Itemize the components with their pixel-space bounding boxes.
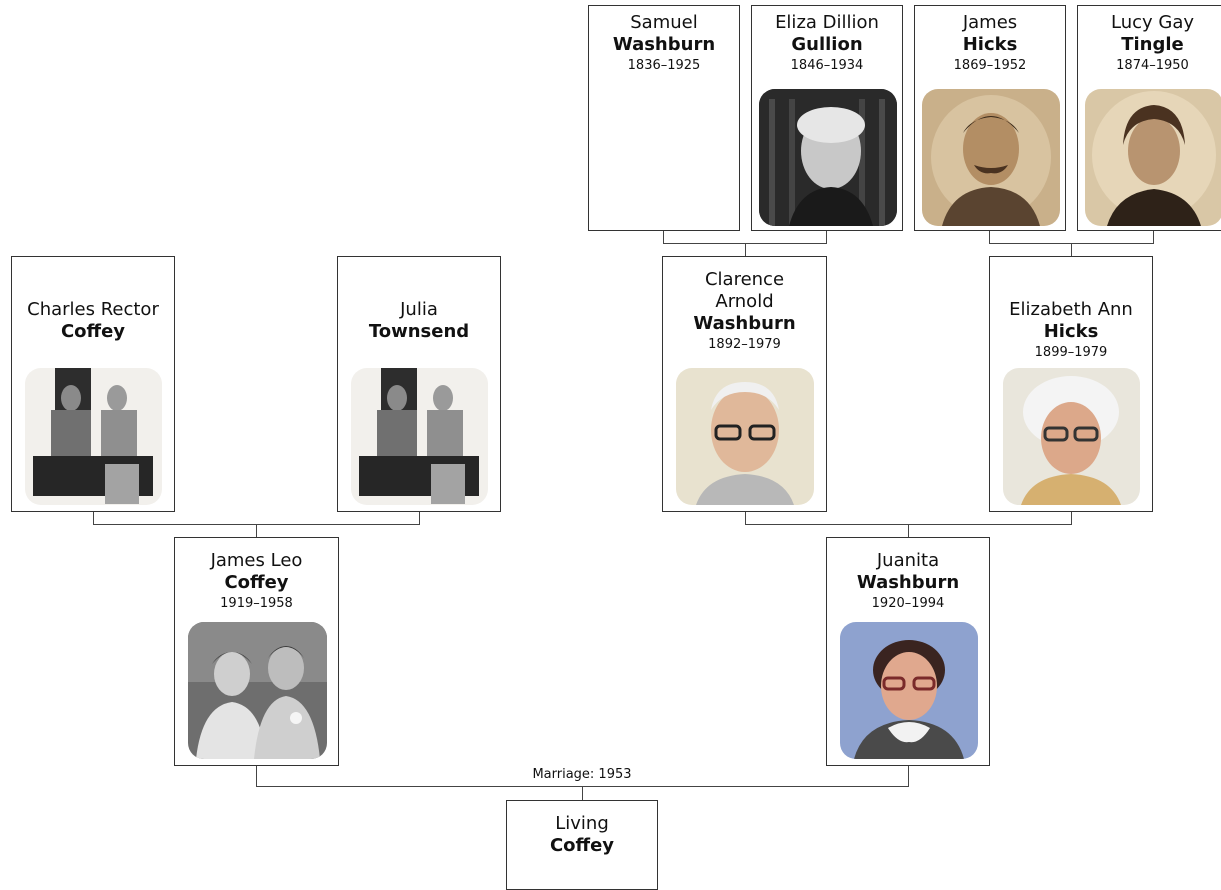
connector bbox=[582, 786, 583, 800]
person-given-name: Living bbox=[555, 813, 609, 834]
person-given-name: James Leo bbox=[210, 550, 303, 571]
person-dates: 1892–1979 bbox=[708, 337, 781, 352]
person-card-james-hicks[interactable]: James Hicks 1869–1952 bbox=[914, 5, 1066, 231]
person-surname: Tingle bbox=[1121, 34, 1184, 55]
person-given-name: Julia bbox=[400, 299, 438, 320]
person-card-charles-rector-coffey[interactable]: Charles Rector Coffey bbox=[11, 256, 175, 512]
person-given-name: James bbox=[962, 12, 1018, 33]
person-given-name: Samuel bbox=[630, 12, 698, 33]
connector bbox=[663, 230, 664, 243]
person-given-name: Clarence Arnold bbox=[704, 269, 785, 312]
person-card-elizabeth-ann-hicks[interactable]: Elizabeth Ann Hicks 1899–1979 bbox=[989, 256, 1153, 512]
connector bbox=[256, 524, 257, 537]
person-surname: Coffey bbox=[549, 835, 615, 856]
person-given-name: Juanita bbox=[876, 550, 940, 571]
connector bbox=[745, 243, 746, 257]
person-surname: Gullion bbox=[791, 34, 863, 55]
connector bbox=[908, 524, 909, 537]
person-surname: Washburn bbox=[693, 313, 796, 334]
person-card-living-coffey[interactable]: Living Coffey bbox=[506, 800, 658, 890]
person-dates: 1874–1950 bbox=[1116, 58, 1189, 73]
person-given-name: Eliza Dillion bbox=[775, 12, 879, 33]
connector bbox=[1071, 243, 1072, 257]
person-surname: Townsend bbox=[368, 321, 470, 342]
portrait-photo bbox=[351, 368, 488, 505]
connector bbox=[826, 230, 827, 243]
connector bbox=[1153, 230, 1154, 243]
person-given-name: Elizabeth Ann bbox=[1009, 299, 1133, 320]
connector bbox=[745, 512, 746, 524]
portrait-photo bbox=[840, 622, 978, 759]
connector bbox=[1071, 512, 1072, 524]
portrait-photo bbox=[1003, 368, 1140, 505]
person-dates: 1919–1958 bbox=[220, 596, 293, 611]
person-dates: 1899–1979 bbox=[1034, 345, 1108, 360]
connector bbox=[989, 230, 990, 243]
person-card-james-leo-coffey[interactable]: James Leo Coffey 1919–1958 bbox=[174, 537, 339, 766]
person-dates: 1920–1994 bbox=[871, 596, 945, 611]
person-given-name: Lucy Gay bbox=[1110, 12, 1195, 33]
person-dates: 1846–1934 bbox=[790, 58, 864, 73]
marriage-label: Marriage: 1953 bbox=[532, 767, 632, 782]
person-given-name: Charles Rector bbox=[27, 299, 159, 320]
portrait-photo bbox=[676, 368, 814, 505]
connector bbox=[256, 766, 257, 786]
person-card-julia-townsend[interactable]: Julia Townsend bbox=[337, 256, 501, 512]
portrait-photo bbox=[922, 89, 1060, 226]
person-dates: 1836–1925 bbox=[627, 58, 701, 73]
person-card-samuel-washburn[interactable]: Samuel Washburn 1836–1925 bbox=[588, 5, 740, 231]
person-card-eliza-dillion-gullion[interactable]: Eliza Dillion Gullion 1846–1934 bbox=[751, 5, 903, 231]
connector bbox=[419, 512, 420, 524]
person-surname: Hicks bbox=[962, 34, 1018, 55]
person-dates: 1869–1952 bbox=[953, 58, 1027, 73]
connector bbox=[908, 766, 909, 786]
person-surname: Coffey bbox=[224, 572, 289, 593]
person-surname: Washburn bbox=[612, 34, 716, 55]
portrait-photo bbox=[1085, 89, 1221, 226]
person-card-juanita-washburn[interactable]: Juanita Washburn 1920–1994 bbox=[826, 537, 990, 766]
connector bbox=[93, 512, 94, 524]
person-surname: Washburn bbox=[856, 572, 960, 593]
portrait-photo bbox=[25, 368, 162, 505]
person-surname: Hicks bbox=[1043, 321, 1099, 342]
person-card-clarence-arnold-washburn[interactable]: Clarence Arnold Washburn 1892–1979 bbox=[662, 256, 827, 512]
person-card-lucy-gay-tingle[interactable]: Lucy Gay Tingle 1874–1950 bbox=[1077, 5, 1221, 231]
portrait-photo bbox=[188, 622, 327, 759]
person-surname: Coffey bbox=[60, 321, 126, 342]
portrait-photo bbox=[759, 89, 897, 226]
